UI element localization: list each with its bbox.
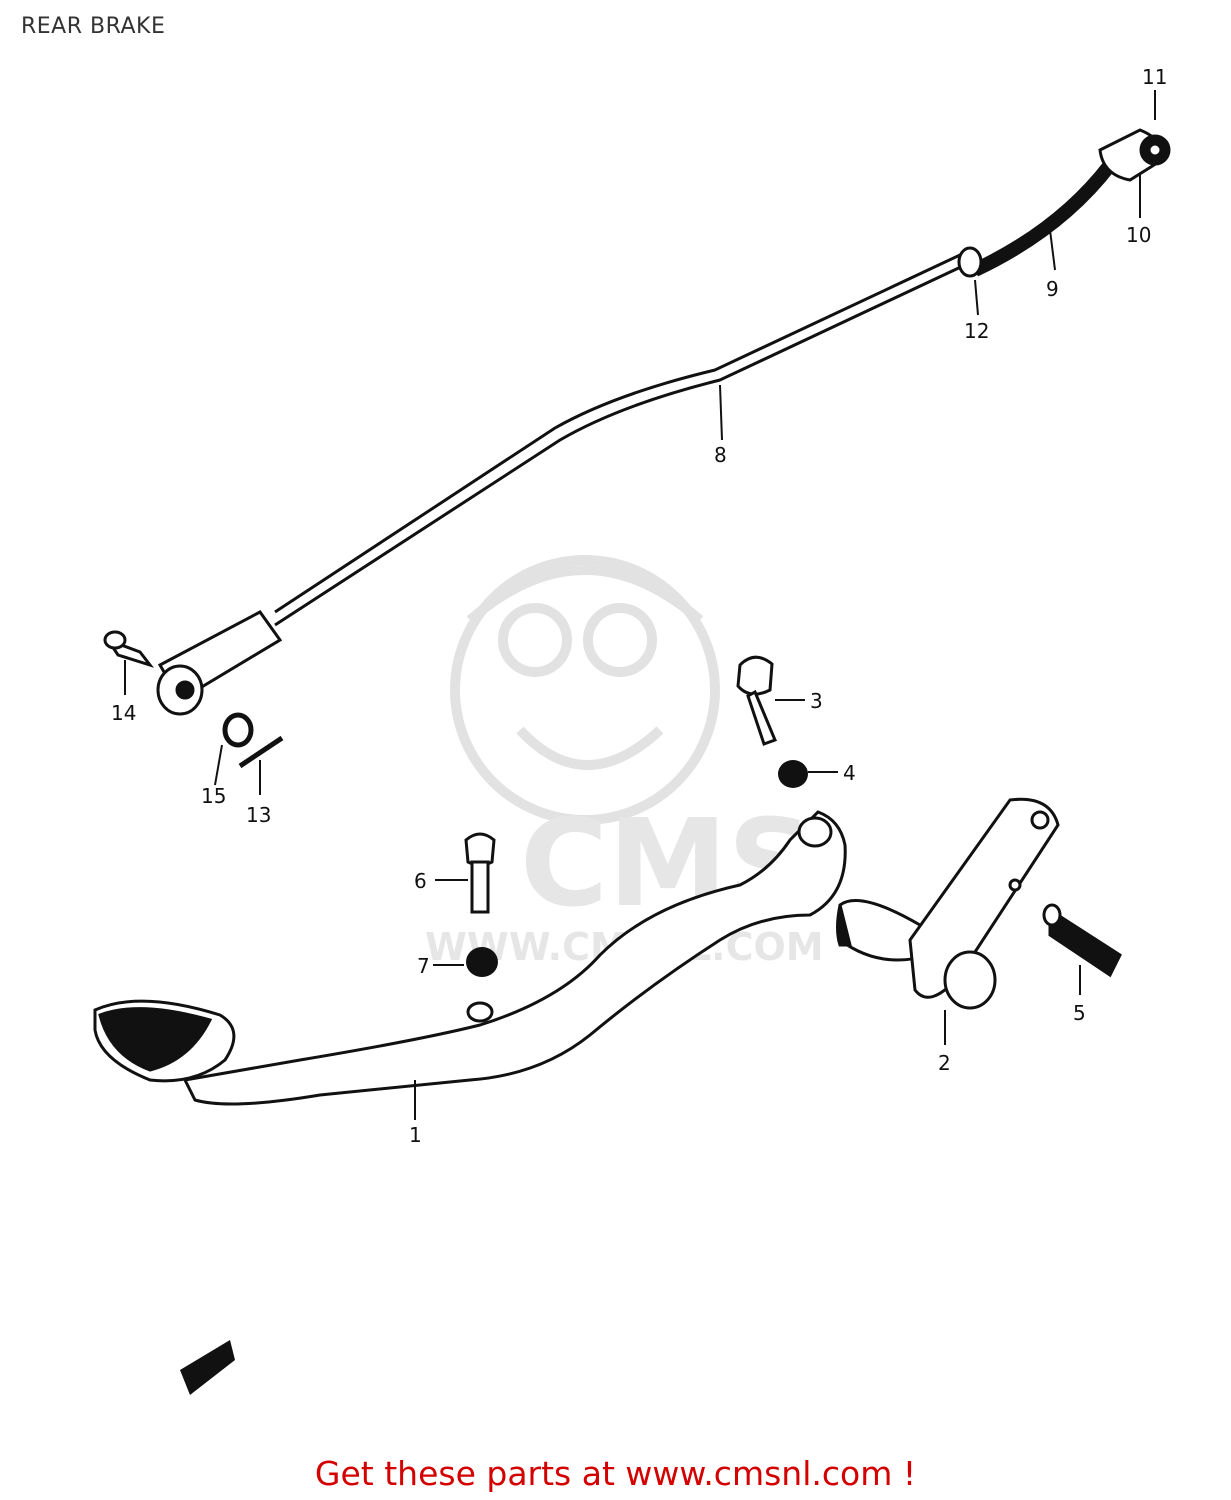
page-title: REAR BRAKE [21, 14, 166, 39]
exploded-parts-diagram: CMS WWW.CMSNL.COM [93, 65, 1171, 1395]
part-spring [972, 160, 1116, 277]
part-lever-arm [836, 797, 1060, 1010]
part-brake-pedal [93, 810, 847, 1106]
callout-5: 5 [1073, 1001, 1086, 1025]
footer: Get these parts at www.cmsnl.com ! [0, 1454, 1231, 1493]
leader-lines [124, 90, 1156, 1120]
part-pin [103, 630, 155, 668]
part-nut-small [466, 947, 498, 977]
part-fragment [180, 1340, 235, 1395]
callout-12: 12 [964, 319, 989, 343]
part-nut [778, 760, 808, 788]
callout-7: 7 [417, 954, 430, 978]
callout-14: 14 [111, 701, 136, 725]
cms-watermark [450, 555, 720, 825]
callout-8: 8 [714, 443, 727, 467]
part-rod-end [156, 610, 283, 716]
part-bolt [736, 655, 777, 746]
callout-2: 2 [938, 1051, 951, 1075]
callout-1: 1 [409, 1123, 422, 1147]
callout-15: 15 [201, 784, 226, 808]
footer-shop-link[interactable]: Get these parts at www.cmsnl.com ! [314, 1454, 917, 1493]
part-cotter-pin [238, 735, 284, 769]
callout-4: 4 [843, 761, 856, 785]
callout-11: 11 [1142, 65, 1167, 89]
part-bushing [1042, 903, 1122, 978]
callout-9: 9 [1046, 277, 1059, 301]
part-washer [222, 712, 254, 748]
callout-6: 6 [414, 869, 427, 893]
part-ring [957, 246, 983, 278]
callout-3: 3 [810, 689, 823, 713]
part-bolt-small [464, 832, 496, 914]
part-brake-rod [274, 253, 966, 627]
callout-13: 13 [246, 803, 271, 827]
callout-10: 10 [1126, 223, 1151, 247]
part-joint [1098, 128, 1171, 182]
